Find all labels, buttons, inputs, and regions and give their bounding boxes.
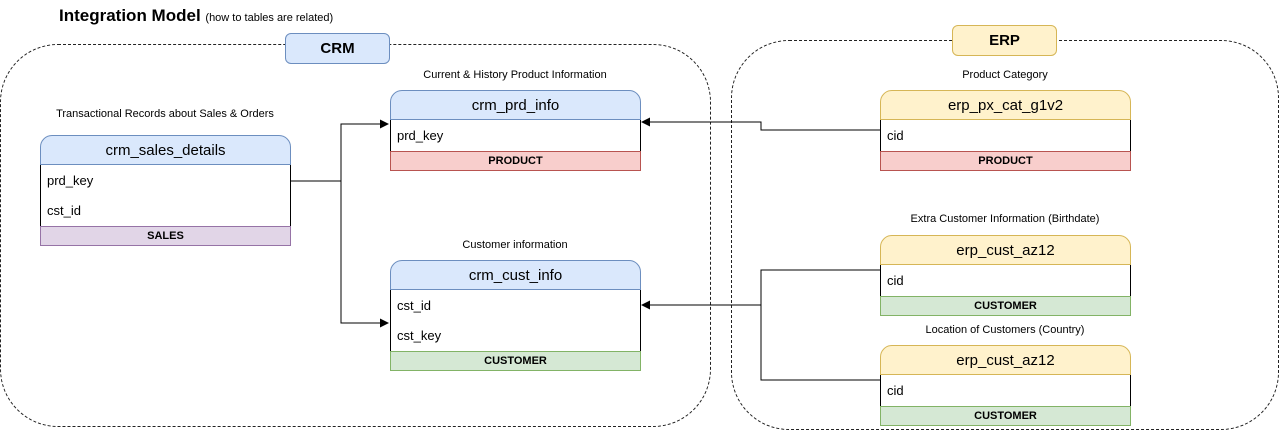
diagram-title: Integration Model — [59, 6, 201, 25]
table-name: crm_prd_info — [390, 90, 641, 120]
table-crm-sales-details[interactable]: crm_sales_details prd_key cst_id SALES — [40, 135, 291, 246]
field-prd-key: prd_key — [397, 128, 444, 143]
loc-caption: Location of Customers (Country) — [925, 324, 1085, 336]
field-cid: cid — [887, 273, 904, 288]
field-cst-key: cst_key — [397, 328, 442, 343]
field-cst-id: cst_id — [47, 203, 81, 218]
table-fields: prd_key cst_id — [40, 165, 291, 226]
cust-az12-caption: Extra Customer Information (Birthdate) — [910, 213, 1100, 225]
table-crm-cust-info[interactable]: crm_cust_info cst_id cst_key CUSTOMER — [390, 260, 641, 371]
table-fields: prd_key — [390, 120, 641, 151]
crm-group-label: CRM — [285, 33, 390, 64]
table-fields: cid — [880, 265, 1131, 296]
table-fields: cst_id cst_key — [390, 290, 641, 351]
field-cst-id: cst_id — [397, 298, 431, 313]
table-name: crm_cust_info — [390, 260, 641, 290]
cust-caption: Customer information — [462, 239, 568, 251]
table-crm-prd-info[interactable]: crm_prd_info prd_key PRODUCT — [390, 90, 641, 171]
table-fields: cid — [880, 120, 1131, 151]
sales-to-cust-link — [340, 181, 389, 328]
table-name: erp_cust_az12 — [880, 345, 1131, 375]
field-prd-key: prd_key — [47, 173, 94, 188]
diagram-subtitle: (how to tables are related) — [205, 12, 334, 24]
sales-caption: Transactional Records about Sales & Orde… — [56, 108, 274, 120]
table-fields: cid — [880, 375, 1131, 406]
table-tag: SALES — [40, 226, 291, 246]
table-name: erp_px_cat_g1v2 — [880, 90, 1131, 120]
erp-group-label: ERP — [952, 25, 1057, 56]
field-cid: cid — [887, 128, 904, 143]
px-cat-caption: Product Category — [962, 69, 1048, 81]
cust-az12-to-cust-link — [641, 269, 880, 310]
table-tag: PRODUCT — [390, 151, 641, 171]
table-tag: CUSTOMER — [390, 351, 641, 371]
prd-caption: Current & History Product Information — [423, 69, 607, 81]
table-name: crm_sales_details — [40, 135, 291, 165]
table-name: erp_cust_az12 — [880, 235, 1131, 265]
loc-to-cust-link — [760, 305, 880, 381]
table-erp-cust-az12[interactable]: erp_cust_az12 cid CUSTOMER — [880, 235, 1131, 316]
table-erp-px-cat-g1v2[interactable]: erp_px_cat_g1v2 cid PRODUCT — [880, 90, 1131, 171]
table-tag: PRODUCT — [880, 151, 1131, 171]
table-tag: CUSTOMER — [880, 296, 1131, 316]
table-tag: CUSTOMER — [880, 406, 1131, 426]
table-erp-location[interactable]: erp_cust_az12 cid CUSTOMER — [880, 345, 1131, 426]
field-cid: cid — [887, 383, 904, 398]
diagram-title-line: Integration Model (how to tables are rel… — [59, 6, 333, 26]
sales-to-prd-link — [290, 119, 389, 182]
px-cat-to-prd-link — [641, 117, 880, 131]
